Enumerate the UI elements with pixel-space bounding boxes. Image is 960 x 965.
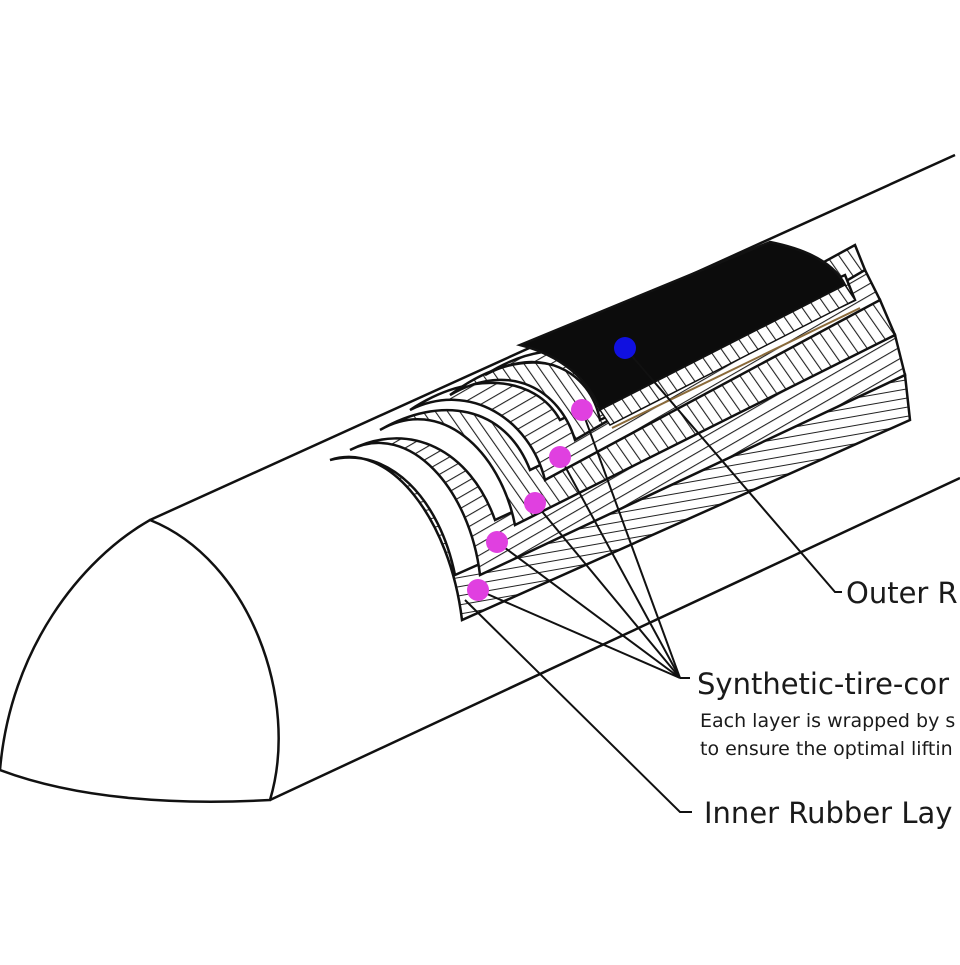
rounded-end-cap (0, 518, 280, 803)
outer-layer-marker (614, 337, 636, 359)
leader-layer-2 (559, 456, 681, 679)
layer-marker-3 (524, 492, 546, 514)
layer-marker-4 (486, 531, 508, 553)
inner-layer-label: Inner Rubber Lay (704, 796, 952, 830)
labels: Outer R Synthetic-tire-cor Each layer is… (697, 576, 958, 830)
leader-layer-1 (581, 409, 681, 679)
layer-marker-1 (571, 399, 593, 421)
leader-inner (464, 599, 692, 813)
layered-cutaway (329, 240, 912, 622)
cord-layers-note-line-1: Each layer is wrapped by s (700, 710, 955, 732)
leader-layer-5 (477, 589, 681, 679)
leader-lines (464, 347, 842, 813)
outer-layer-hatch-edge (598, 284, 857, 426)
leader-layer-4 (496, 541, 681, 679)
cylinder-body (0, 153, 960, 803)
outer-layer-label: Outer R (846, 576, 958, 610)
markers (467, 337, 636, 601)
leader-outer (624, 347, 842, 593)
layer-marker-5 (467, 579, 489, 601)
cord-layers-note-line-2: to ensure the optimal liftin (700, 738, 953, 760)
leader-layer-3 (534, 502, 681, 679)
cord-layers-label: Synthetic-tire-cor (697, 667, 949, 701)
layer-marker-2 (549, 446, 571, 468)
